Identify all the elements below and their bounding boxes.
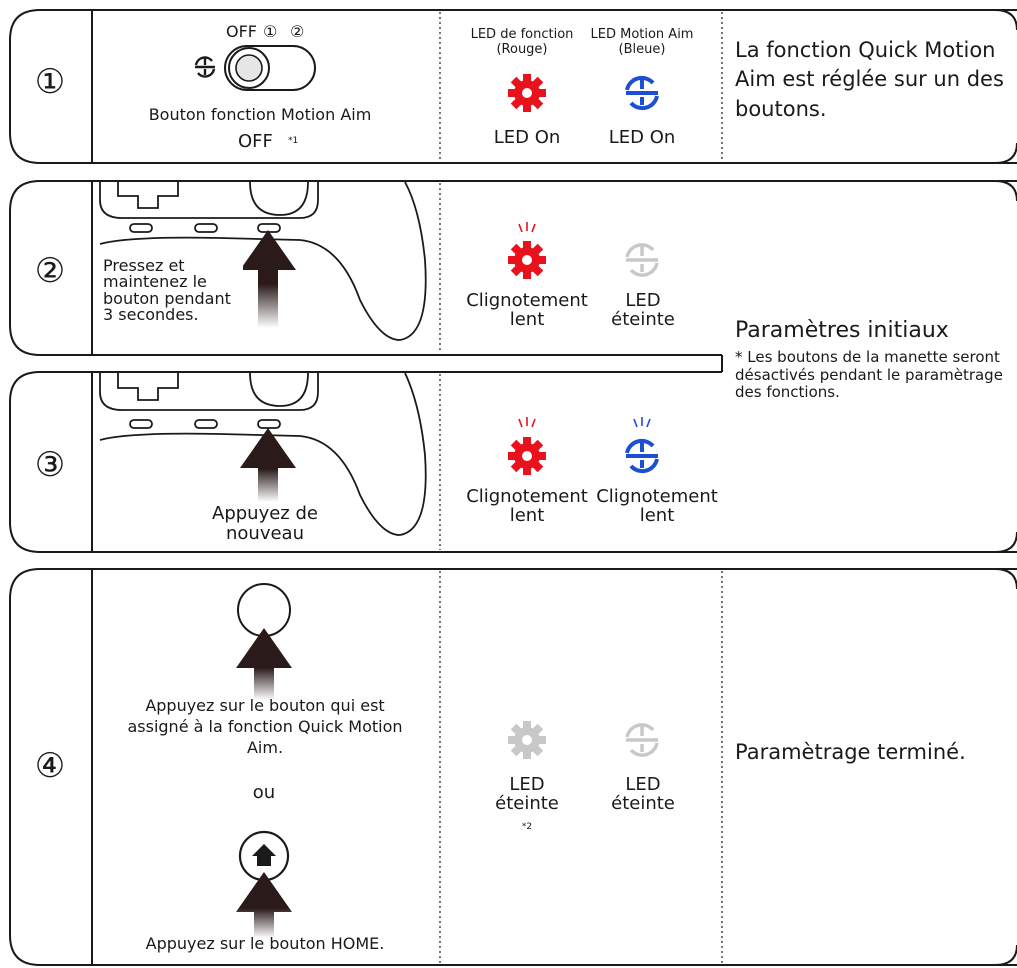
led-red-header: LED de fonction (Rouge)	[470, 27, 574, 57]
controller-drawing-step3	[99, 372, 427, 536]
led-blue-status: LED éteinte	[611, 774, 675, 814]
or-label: ou	[252, 782, 276, 803]
led-red-status: LED éteinte	[495, 774, 559, 814]
step-instruction: Appuyez sur le bouton HOME.	[145, 934, 385, 953]
switch-label-2: ②	[290, 22, 305, 41]
step-description: La fonction Quick Motion Aim est réglée …	[735, 38, 1004, 121]
led-blue-status: Clignotement lent	[596, 486, 718, 526]
led-blue-header: LED Motion Aim (Bleue)	[590, 27, 694, 57]
arrow-up-icon	[240, 428, 296, 502]
step-instruction: Pressez et maintenez le bouton pendant 3…	[103, 257, 243, 324]
step-number: ②	[34, 251, 66, 291]
led-red-status: Clignotement lent	[466, 486, 588, 526]
footnote-marker: *2	[521, 822, 533, 832]
switch-label-1: ①	[263, 22, 278, 41]
button-state: OFF	[238, 131, 273, 152]
initial-settings-title: Paramètres initiaux	[735, 318, 949, 343]
led-red-status: Clignotement lent	[466, 290, 588, 330]
switch-label-off: OFF	[226, 22, 257, 41]
button-name: Bouton fonction Motion Aim	[148, 105, 372, 124]
step-instruction: Appuyez sur le bouton qui est assigné à …	[127, 696, 403, 757]
controller-drawing-step2	[99, 181, 427, 341]
arrow-up-icon	[236, 628, 292, 700]
led-blue-status: LED On	[608, 127, 676, 148]
led-red-status: LED On	[493, 127, 561, 148]
footnote-marker: *1	[288, 136, 299, 146]
step-description: Paramètrage terminé.	[735, 740, 966, 764]
step-number: ③	[34, 445, 66, 485]
step-instruction: Appuyez de nouveau	[212, 503, 318, 544]
step-number: ①	[34, 62, 66, 102]
arrow-up-icon	[236, 872, 292, 938]
arrow-up-icon	[240, 230, 296, 328]
step-number: ④	[34, 746, 66, 786]
led-blue-status: LED éteinte	[611, 290, 675, 330]
slide-switch	[224, 45, 316, 91]
initial-settings-note: * Les boutons de la manette seront désac…	[735, 348, 1003, 402]
